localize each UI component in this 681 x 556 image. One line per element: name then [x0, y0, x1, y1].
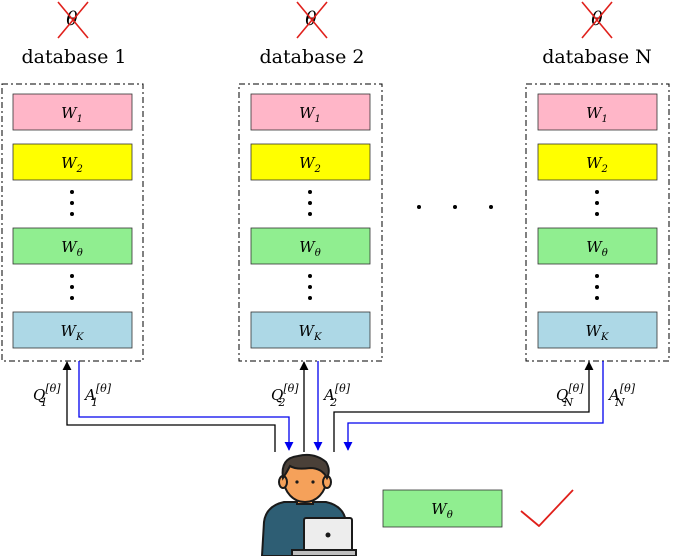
cross-mark-icon: [581, 1, 613, 39]
retrieved-message: Wθ: [382, 489, 503, 528]
message-box-w1: [12, 93, 133, 131]
answer-label: A[θ]1: [83, 382, 112, 409]
cross-mark-icon: [296, 1, 328, 39]
message-label: WK: [61, 322, 84, 343]
query-arrow-n: [333, 361, 594, 452]
message-box-wk: [250, 311, 371, 349]
answer-arrow-1: [78, 361, 294, 451]
database-title: database 1: [21, 46, 126, 68]
answer-arrow-n: [343, 361, 604, 451]
message-label: W1: [299, 104, 321, 125]
vertical-ellipsis-icon: [595, 190, 599, 216]
database-frame: [1, 83, 144, 362]
query-label: Q[θ]1: [33, 382, 61, 409]
vertical-ellipsis-icon: [308, 190, 312, 216]
vertical-ellipsis-icon: [70, 274, 74, 300]
message-label: Wθ: [61, 238, 82, 259]
answer-label: A[θ]2: [322, 382, 351, 409]
vertical-ellipsis-icon: [308, 274, 312, 300]
database-1: θ database 1 W1 W2 Wθ WK Q[θ]1 A[θ]1: [1, 1, 144, 409]
retrieved-message-label: Wθ: [431, 500, 452, 521]
database-title: database N: [542, 46, 652, 68]
query-label: Q[θ]N: [556, 382, 584, 409]
answer-arrows: [78, 361, 604, 451]
message-box-w1: [537, 93, 658, 131]
message-label: W2: [61, 154, 83, 175]
query-label: Q[θ]2: [271, 382, 299, 409]
message-label: WK: [299, 322, 322, 343]
vertical-ellipsis-icon: [70, 190, 74, 216]
cross-mark-icon: [57, 1, 89, 39]
database-2: θ database 2 W1 W2 Wθ WK Q[θ]2 A[θ]2: [238, 1, 383, 409]
message-label: Wθ: [586, 238, 607, 259]
query-arrow-1: [62, 361, 276, 452]
retrieved-message-box: [382, 489, 503, 528]
message-label: W1: [61, 104, 83, 125]
message-box-wk: [12, 311, 133, 349]
message-box-wk: [537, 311, 658, 349]
message-label: Wθ: [299, 238, 320, 259]
message-box-w2: [12, 143, 133, 181]
message-box-w-theta: [537, 227, 658, 265]
message-label: W2: [299, 154, 321, 175]
user-with-laptop-icon: [260, 453, 357, 556]
answer-label: A[θ]N: [607, 382, 636, 409]
message-label: WK: [586, 322, 609, 343]
check-mark-icon: [520, 489, 574, 527]
vertical-ellipsis-icon: [595, 274, 599, 300]
database-n: θ database N W1 W2 Wθ WK Q[θ]N A[θ]N: [525, 1, 670, 409]
message-box-w2: [250, 143, 371, 181]
message-label: W1: [586, 104, 608, 125]
message-label: W2: [586, 154, 608, 175]
horizontal-ellipsis-icon: [417, 205, 493, 209]
database-frame: [525, 83, 670, 362]
message-box-w2: [537, 143, 658, 181]
message-box-w1: [250, 93, 371, 131]
message-box-w-theta: [250, 227, 371, 265]
query-arrows: [62, 361, 594, 452]
database-title: database 2: [259, 46, 364, 68]
database-frame: [238, 83, 383, 362]
message-box-w-theta: [12, 227, 133, 265]
